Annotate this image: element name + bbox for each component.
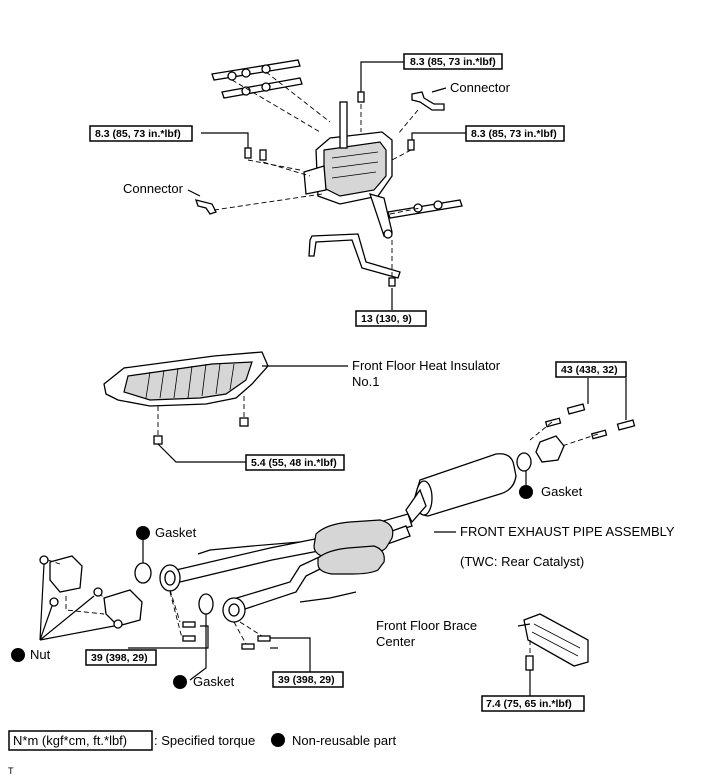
torque-box-insulator xyxy=(245,454,345,471)
torque-value-rear-flange: 43 (438, 32) xyxy=(561,364,618,376)
torque-value-shift-right: 8.3 (85, 73 in.*lbf) xyxy=(471,128,557,140)
exhaust-assembly-label: FRONT EXHAUST PIPE ASSEMBLY xyxy=(460,524,675,539)
insulator-label-line1: Front Floor Heat Insulator xyxy=(352,358,501,373)
torque-box-front-flange-left xyxy=(85,649,157,666)
legend-torque-box xyxy=(8,730,153,751)
torque-value-insulator: 5.4 (55, 48 in.*lbf) xyxy=(251,457,337,469)
legend-nonreusable-marker xyxy=(271,733,285,747)
torque-box-front-flange-right xyxy=(272,671,344,688)
torque-box-shift-right xyxy=(465,125,565,142)
gasket-label-rear: Gasket xyxy=(541,484,583,499)
torque-box-rear-flange xyxy=(555,361,627,378)
nonreusable-marker-front-gasket-bottom xyxy=(173,675,187,689)
front-exhaust-pipe-part xyxy=(39,378,636,681)
insulator-label-line2: No.1 xyxy=(352,374,379,389)
torque-value-front-flange-left: 39 (398, 29) xyxy=(91,652,148,664)
heat-insulator-part xyxy=(103,351,348,463)
nonreusable-marker-rear-gasket xyxy=(519,485,533,499)
torque-value-brace: 7.4 (75, 65 in.*lbf) xyxy=(486,698,572,710)
torque-value-shift-top: 8.3 (85, 73 in.*lbf) xyxy=(410,56,496,68)
torque-box-shift-top xyxy=(403,53,503,70)
nut-label: Nut xyxy=(30,647,51,662)
torque-value-front-flange-right: 39 (398, 29) xyxy=(278,674,335,686)
nonreusable-marker-nut xyxy=(11,648,25,662)
legend-torque-desc: : Specified torque xyxy=(154,733,255,748)
legend-torque-unit: N*m (kgf*cm, ft.*lbf) xyxy=(13,733,127,748)
connector-label-left: Connector xyxy=(123,181,184,196)
torque-value-shift-bottom: 13 (130, 9) xyxy=(361,313,412,325)
gasket-label-front-bottom: Gasket xyxy=(193,674,235,689)
floor-brace-part xyxy=(517,613,589,696)
floor-shift-assembly xyxy=(187,59,466,310)
brace-label-line1: Front Floor Brace xyxy=(376,618,477,633)
nonreusable-marker-front-gasket-top xyxy=(136,526,150,540)
brace-label-line2: Center xyxy=(376,634,416,649)
torque-value-shift-left: 8.3 (85, 73 in.*lbf) xyxy=(95,128,181,140)
torque-box-brace xyxy=(481,695,585,712)
connector-label-top: Connector xyxy=(450,80,511,95)
torque-box-shift-bottom xyxy=(355,310,427,327)
legend-nonreusable-label: Non-reusable part xyxy=(292,733,396,748)
torque-box-shift-left xyxy=(89,125,193,142)
twc-note-label: (TWC: Rear Catalyst) xyxy=(460,554,584,569)
footer-code: T xyxy=(8,766,14,776)
gasket-label-front-top: Gasket xyxy=(155,525,197,540)
